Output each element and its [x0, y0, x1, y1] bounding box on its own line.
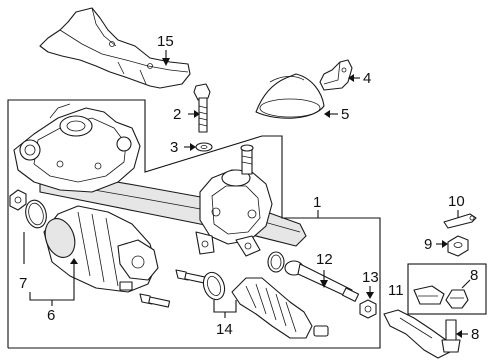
callout-14: 13 — [362, 269, 379, 286]
jam-nut-part — [359, 299, 377, 319]
callout-labels: 15 2 3 4 5 1 12 13 10 9 8 11 8 7 6 14 — [19, 33, 479, 343]
callout-3: 3 — [170, 139, 178, 156]
assembly-frame — [7, 99, 381, 349]
bracket-part — [319, 59, 353, 91]
castle-nut-part — [447, 235, 469, 257]
callout-13: 12 — [316, 251, 333, 268]
mounting-bolt-part — [175, 269, 209, 284]
callout-8-upper: 8 — [470, 267, 478, 284]
callout-9: 9 — [424, 236, 432, 253]
tie-rod-end-part — [383, 309, 461, 359]
small-nut-part — [9, 189, 27, 211]
leader-lines — [23, 50, 471, 338]
bolt-part — [193, 83, 211, 133]
o-ring-part — [25, 199, 47, 229]
mounting-bolt-part-2 — [139, 293, 171, 308]
callout-1: 1 — [313, 194, 321, 211]
dust-boot-kit-frame — [407, 263, 487, 315]
steering-gear-part — [13, 103, 307, 257]
heat-shield-part — [39, 7, 191, 89]
callout-2: 2 — [173, 106, 181, 123]
callout-11: 11 — [388, 282, 404, 299]
strut-mount-cover-part — [255, 73, 325, 119]
callout-8-lower: 8 — [471, 326, 479, 343]
callout-6: 6 — [47, 307, 55, 324]
boot-o-ring-part — [267, 251, 285, 273]
callout-4: 4 — [363, 70, 371, 87]
cotter-pin-part — [443, 213, 477, 229]
callout-15: 15 — [157, 33, 174, 50]
motor-assembly-part — [43, 205, 159, 293]
washer-part — [195, 142, 213, 152]
callout-10: 10 — [448, 193, 465, 210]
callout-12: 14 — [216, 321, 233, 338]
boot-and-clamps-part — [202, 271, 329, 339]
dust-boot-kit-part — [413, 285, 469, 309]
callout-7: 7 — [19, 275, 27, 292]
group-frames — [7, 99, 487, 349]
callout-5: 5 — [341, 106, 349, 123]
